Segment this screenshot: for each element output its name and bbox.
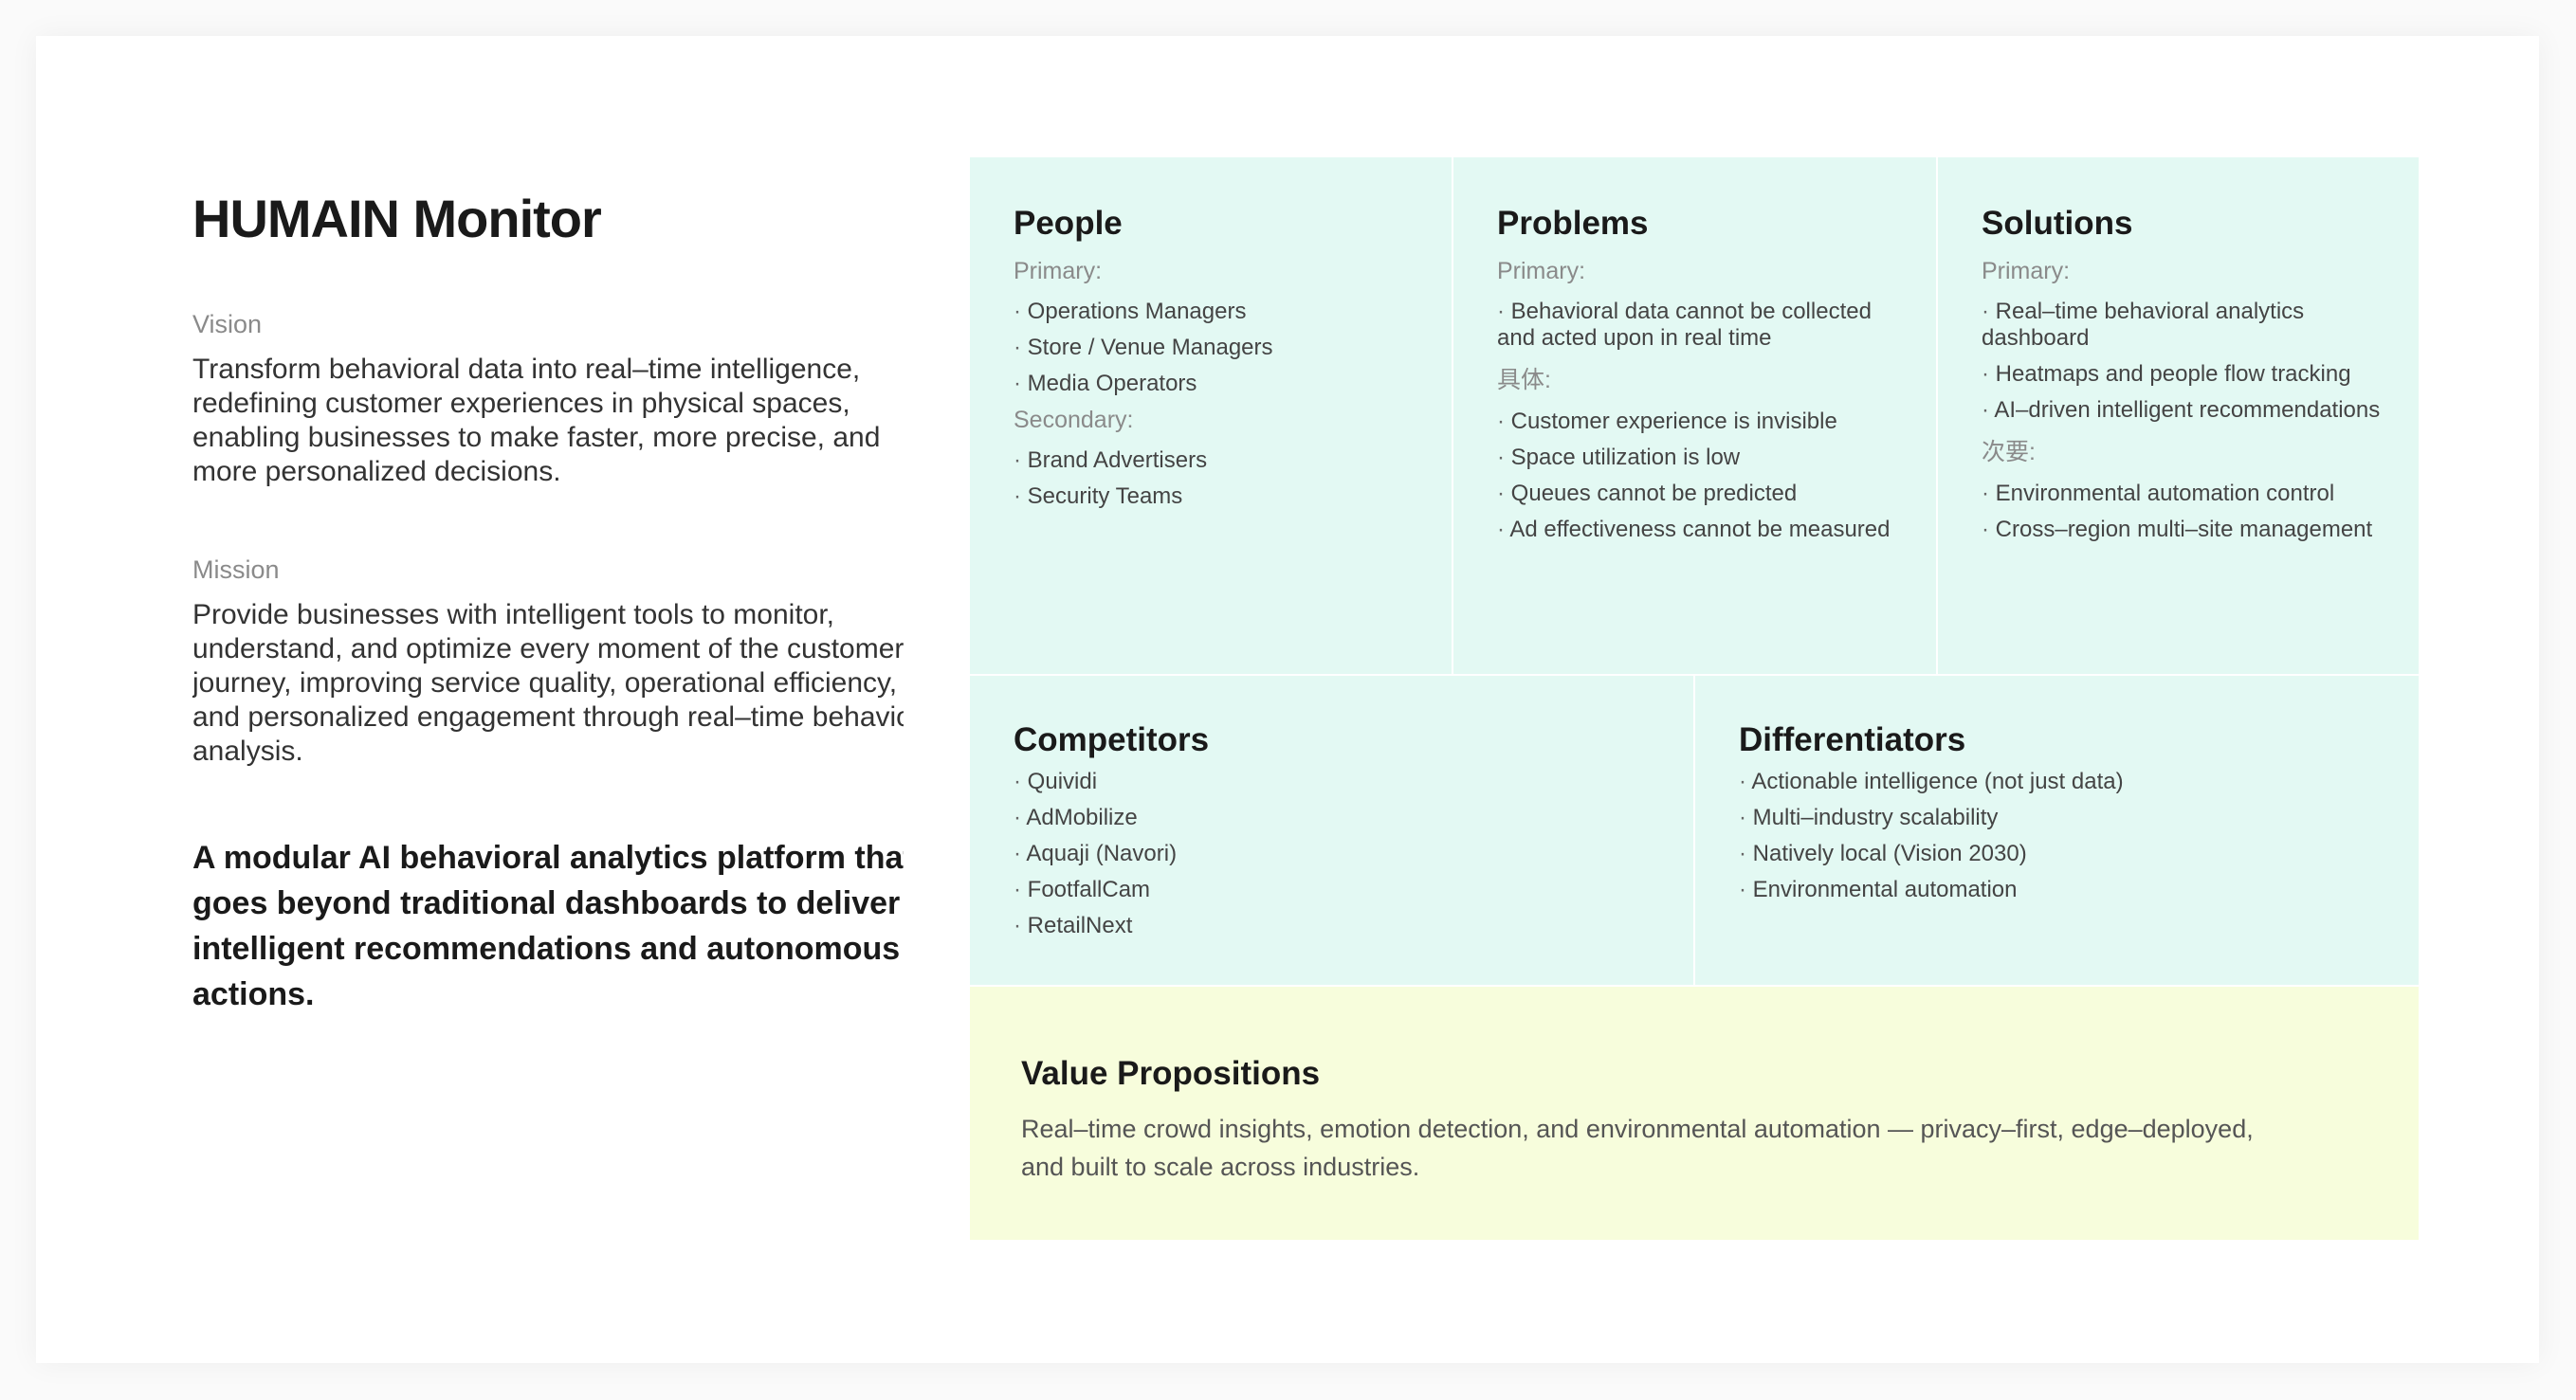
list-item: Heatmaps and people flow tracking xyxy=(1982,361,2381,388)
value-propositions-cell: Value Propositions Real–time crowd insig… xyxy=(970,987,2419,1240)
value-text: Real–time crowd insights, emotion detect… xyxy=(1021,1115,2254,1181)
list-item: Environmental automation control xyxy=(1982,481,2381,507)
list-item: Real–time behavioral analytics dashboard xyxy=(1982,299,2381,352)
list-item: Queues cannot be predicted xyxy=(1497,481,1898,507)
competitors-cell: Competitors Quividi AdMobilize Aquaji (N… xyxy=(970,676,1693,985)
differentiators-title: Differentiators xyxy=(1739,721,1966,758)
list-item: Actionable intelligence (not just data) xyxy=(1739,769,2381,795)
list-item: Brand Advertisers xyxy=(1014,447,1414,474)
vision-text: Transform behavioral data into real–time… xyxy=(192,354,881,487)
people-secondary-label: Secondary: xyxy=(1014,407,1134,433)
list-item: Ad effectiveness cannot be measured xyxy=(1497,517,1898,543)
problems-secondary-label: 具体: xyxy=(1497,367,1551,393)
product-overview: HUMAIN Monitor Vision Transform behavior… xyxy=(192,188,904,1017)
list-item: Natively local (Vision 2030) xyxy=(1739,841,2381,867)
list-item: Behavioral data cannot be collected and … xyxy=(1497,299,1898,352)
list-item: AdMobilize xyxy=(1014,805,1655,831)
list-item: Aquaji (Navori) xyxy=(1014,841,1655,867)
list-item: AI–driven intelligent recommendations xyxy=(1982,397,2381,424)
list-item: Cross–region multi–site management xyxy=(1982,517,2381,543)
list-item: Customer experience is invisible xyxy=(1497,409,1898,435)
tagline: A modular AI behavioral analytics platfo… xyxy=(192,840,904,1012)
competitors-title: Competitors xyxy=(1014,721,1210,758)
solutions-cell: Solutions Primary: Real–time behavioral … xyxy=(1938,157,2419,674)
list-item: Environmental automation xyxy=(1739,877,2381,903)
list-item: Media Operators xyxy=(1014,371,1414,397)
list-item: Space utilization is low xyxy=(1497,445,1898,471)
solutions-primary-label: Primary: xyxy=(1982,258,2071,284)
list-item: RetailNext xyxy=(1014,913,1655,939)
mission-text: Provide businesses with intelligent tool… xyxy=(192,599,904,767)
value-title: Value Propositions xyxy=(1021,1055,1321,1092)
page-title: HUMAIN Monitor xyxy=(192,189,602,248)
vision-label: Vision xyxy=(192,310,263,338)
people-primary-label: Primary: xyxy=(1014,258,1103,284)
list-item: Operations Managers xyxy=(1014,299,1414,325)
mission-label: Mission xyxy=(192,555,280,584)
people-title: People xyxy=(1014,205,1123,242)
problems-cell: Problems Primary: Behavioral data cannot… xyxy=(1453,157,1936,674)
list-item: Quividi xyxy=(1014,769,1655,795)
problems-primary-label: Primary: xyxy=(1497,258,1586,284)
list-item: Security Teams xyxy=(1014,483,1414,510)
solutions-secondary-label: 次要: xyxy=(1982,439,2036,465)
canvas-grid: People Primary: Operations Managers Stor… xyxy=(970,157,2419,1240)
differentiators-cell: Differentiators Actionable intelligence … xyxy=(1695,676,2419,985)
problems-title: Problems xyxy=(1497,205,1649,242)
list-item: FootfallCam xyxy=(1014,877,1655,903)
list-item: Multi–industry scalability xyxy=(1739,805,2381,831)
people-cell: People Primary: Operations Managers Stor… xyxy=(970,157,1452,674)
solutions-title: Solutions xyxy=(1982,205,2133,242)
list-item: Store / Venue Managers xyxy=(1014,335,1414,361)
